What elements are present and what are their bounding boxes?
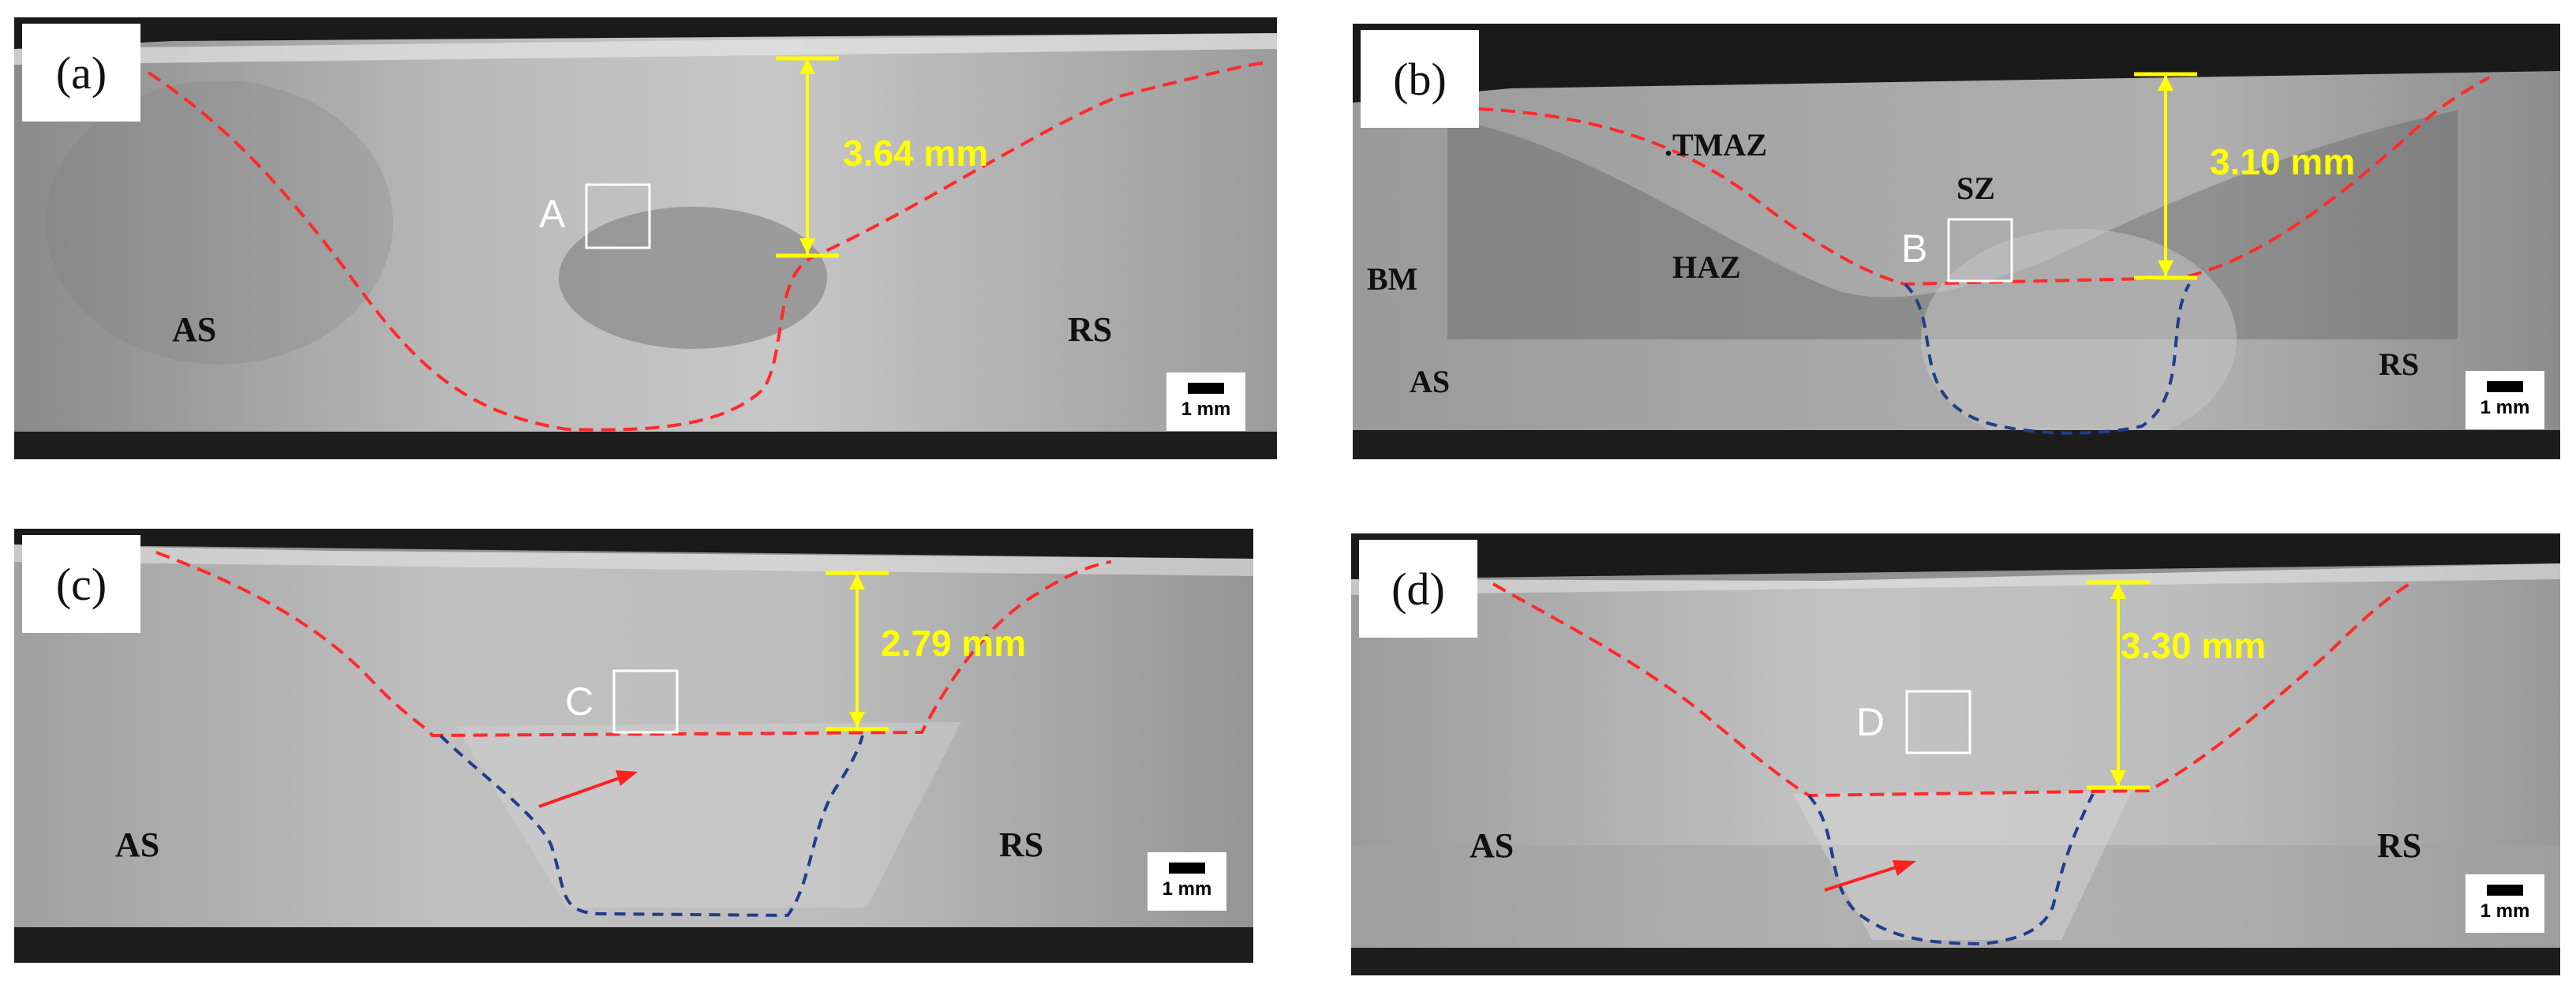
region-label-a: A <box>539 192 566 236</box>
retreating-side-label-c: RS <box>999 825 1044 864</box>
advancing-side-label-d: AS <box>1470 826 1515 865</box>
zone-label-sz: SZ <box>1956 170 1995 206</box>
micrograph-panel-d: (d) 3.30 mm D AS RS 1 mm <box>1351 533 2560 975</box>
micrograph-panel-b: (b) 3.10 mm B .TMAZ SZ HAZ BM AS RS 1 mm <box>1353 24 2560 459</box>
panel-tag-a: (a) <box>22 24 140 122</box>
region-label-c: C <box>565 679 594 724</box>
scale-bar-b: 1 mm <box>2466 371 2544 429</box>
region-label-d: D <box>1856 700 1885 744</box>
panel-tag-b: (b) <box>1361 30 1479 128</box>
depth-measurement-b: 3.10 mm <box>2210 141 2356 182</box>
retreating-side-label-d: RS <box>2377 826 2422 865</box>
advancing-side-label-b: AS <box>1410 364 1451 399</box>
depth-measurement-c: 2.79 mm <box>881 623 1027 664</box>
retreating-side-label-b: RS <box>2379 346 2420 382</box>
micrograph-panel-a: (a) 3.64 mm A AS RS 1 mm <box>14 17 1277 459</box>
zone-label-haz: HAZ <box>1672 249 1741 285</box>
scale-bar-a: 1 mm <box>1166 372 1245 431</box>
scale-bar-d: 1 mm <box>2466 874 2544 933</box>
advancing-side-label-a: AS <box>172 310 217 349</box>
scale-bar-c: 1 mm <box>1148 852 1226 911</box>
panel-tag-d: (d) <box>1359 540 1477 638</box>
retreating-side-label-a: RS <box>1068 310 1113 349</box>
cross-section-image-b <box>1353 24 2560 459</box>
advancing-side-label-c: AS <box>115 825 160 864</box>
depth-measurement-d: 3.30 mm <box>2121 625 2267 666</box>
zone-label-bm: BM <box>1367 261 1418 297</box>
region-label-b: B <box>1901 226 1928 271</box>
cross-section-image-a <box>14 17 1277 459</box>
cross-section-image-c <box>14 529 1253 963</box>
zone-label-tmaz: .TMAZ <box>1664 127 1767 163</box>
depth-measurement-a: 3.64 mm <box>843 133 989 174</box>
panel-tag-c: (c) <box>22 535 140 633</box>
cross-section-image-d <box>1351 533 2560 975</box>
micrograph-panel-c: (c) 2.79 mm C AS RS 1 mm <box>14 529 1253 963</box>
